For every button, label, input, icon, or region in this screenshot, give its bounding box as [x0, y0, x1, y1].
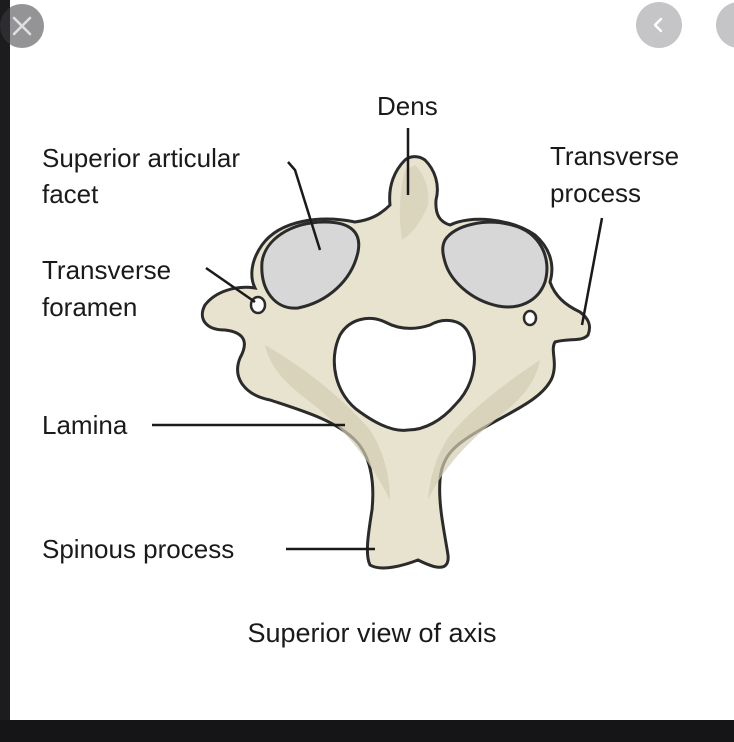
label-superior-articular-facet-line1: Superior articular: [42, 140, 240, 176]
figure-caption: Superior view of axis: [10, 618, 734, 649]
axis-vertebra-illustration: [10, 0, 734, 720]
label-spinous-process: Spinous process: [42, 531, 234, 567]
label-transverse-foramen-line2: foramen: [42, 289, 137, 325]
anatomy-figure: Dens Superior articular facet Transverse…: [10, 0, 734, 720]
viewer-bottom-bar: [0, 720, 734, 742]
label-transverse-process-line2: process: [550, 175, 641, 211]
label-transverse-foramen-line1: Transverse: [42, 252, 171, 288]
leader-line-transverse-process: [582, 218, 602, 325]
label-lamina: Lamina: [42, 407, 127, 443]
chevron-right-icon: [729, 15, 734, 35]
close-button[interactable]: [0, 4, 44, 48]
transverse-foramen-right: [524, 311, 536, 325]
chevron-left-icon: [649, 15, 669, 35]
label-transverse-process-line1: Transverse: [550, 138, 679, 174]
label-superior-articular-facet-line2: facet: [42, 176, 98, 212]
close-icon: [10, 14, 34, 38]
previous-image-button[interactable]: [636, 2, 682, 48]
label-dens: Dens: [377, 88, 438, 124]
